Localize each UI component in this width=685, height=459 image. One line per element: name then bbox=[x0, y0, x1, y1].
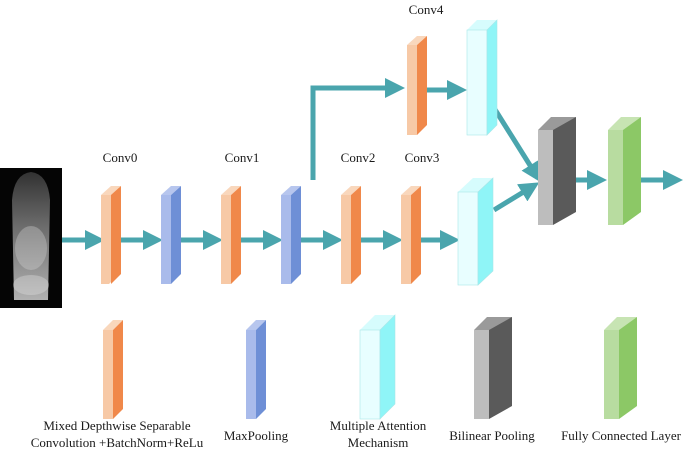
legend-fc-swatch bbox=[604, 317, 637, 419]
legend: Mixed Depthwise Separable Convolution +B… bbox=[31, 314, 682, 450]
conv2-block bbox=[341, 186, 361, 284]
conv3-block bbox=[401, 186, 421, 284]
input-image-icon bbox=[0, 168, 62, 308]
legend-attention-label-line2: Mechanism bbox=[348, 435, 409, 450]
legend-fc-label: Fully Connected Layer bbox=[561, 428, 682, 443]
legend-bilinear-label: Bilinear Pooling bbox=[449, 428, 535, 443]
conv1-block bbox=[221, 186, 241, 284]
legend-maxpool-label: MaxPooling bbox=[224, 428, 289, 443]
legend-conv-swatch bbox=[103, 320, 123, 419]
legend-attention-swatch bbox=[359, 314, 396, 420]
fully-connected-block bbox=[608, 117, 641, 225]
legend-bilinear-swatch bbox=[474, 317, 512, 419]
conv0-block bbox=[101, 186, 121, 284]
maxpool1-block bbox=[281, 186, 301, 284]
arrow-attn-bottom-bilinear bbox=[492, 182, 540, 213]
conv2-label: Conv2 bbox=[341, 150, 376, 165]
legend-maxpool-swatch bbox=[246, 320, 266, 419]
legend-conv-label-line1: Mixed Depthwise Separable bbox=[43, 418, 191, 433]
attention-block-top bbox=[466, 19, 498, 136]
attention-block-bottom bbox=[457, 177, 494, 286]
legend-conv-label-line2: Convolution +BatchNorm+ReLu bbox=[31, 435, 204, 450]
flow-arrows bbox=[62, 78, 683, 250]
legend-attention-label-line1: Multiple Attention bbox=[330, 418, 427, 433]
conv3-label: Conv3 bbox=[405, 150, 440, 165]
conv4-label: Conv4 bbox=[409, 2, 444, 17]
conv1-label: Conv1 bbox=[225, 150, 260, 165]
bilinear-pooling-block bbox=[538, 117, 576, 225]
arrow-pool1-conv4 bbox=[310, 78, 405, 180]
conv0-label: Conv0 bbox=[103, 150, 138, 165]
maxpool0-block bbox=[161, 186, 181, 284]
conv4-block bbox=[407, 36, 427, 135]
